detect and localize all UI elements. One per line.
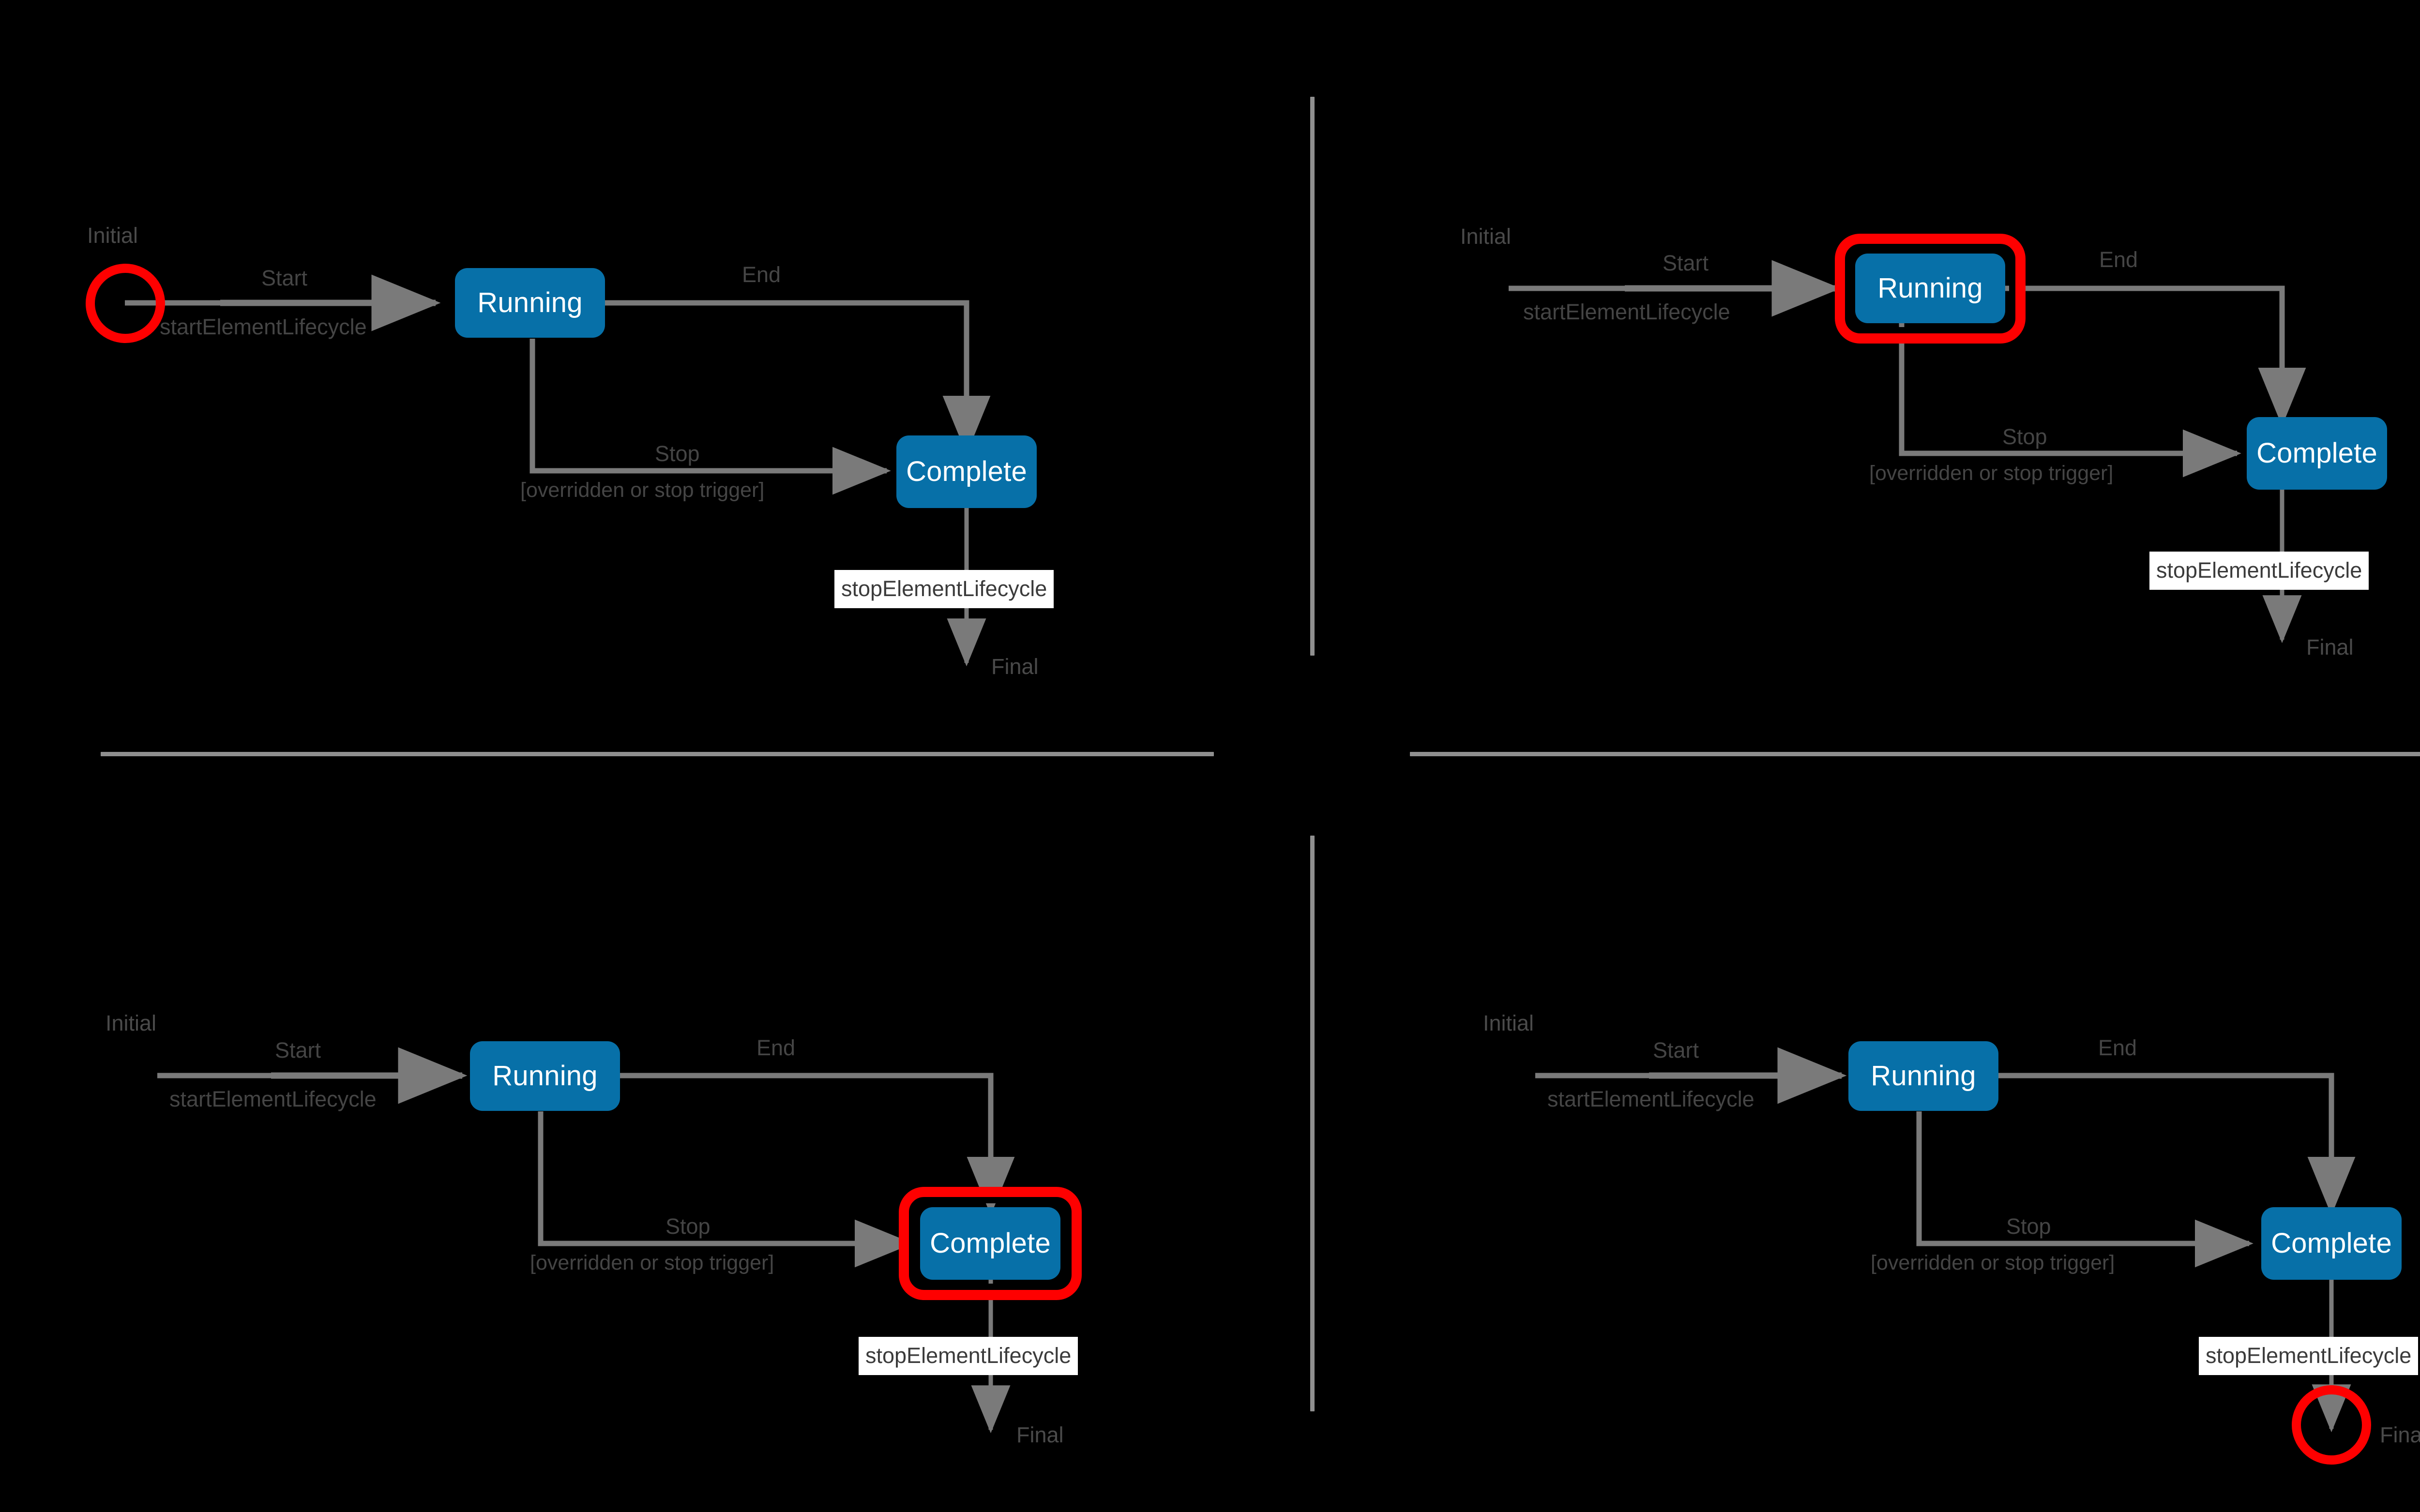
label-initial: Initial <box>1483 1011 1534 1035</box>
label-stop-effect: stopElementLifecycle <box>2199 1337 2419 1375</box>
label-start-effect: startElementLifecycle <box>160 314 367 339</box>
label-initial: Initial <box>106 1011 157 1035</box>
label-start-trigger: Start <box>261 266 308 290</box>
divider-vertical-top <box>1310 97 1315 656</box>
label-initial: Initial <box>87 223 138 248</box>
label-stop-effect: stopElementLifecycle <box>859 1337 1078 1375</box>
state-node-running[interactable]: Running <box>455 268 605 338</box>
label-final: Final <box>991 654 1039 679</box>
state-node-running[interactable]: Running <box>470 1041 620 1111</box>
label-final: Final <box>1016 1422 1064 1447</box>
label-start-trigger: Start <box>1663 251 1709 275</box>
label-stop-trigger: Stop <box>655 441 700 466</box>
label-start-trigger: Start <box>275 1038 321 1063</box>
label-stop-guard: [overridden or stop trigger] <box>520 479 765 502</box>
label-stop-trigger: Stop <box>2002 424 2047 449</box>
label-stop-guard: [overridden or stop trigger] <box>530 1251 774 1274</box>
edge-layer <box>125 274 991 667</box>
edge-layer <box>157 1047 1015 1434</box>
label-stop-trigger: Stop <box>2006 1214 2051 1239</box>
label-stop-guard: [overridden or stop trigger] <box>1869 462 2114 485</box>
divider-horizontal-left <box>101 752 1214 756</box>
label-final: Final <box>2380 1422 2420 1447</box>
state-node-running[interactable]: Running <box>1855 254 2005 323</box>
state-node-running[interactable]: Running <box>1848 1041 1998 1111</box>
edge-layer <box>1509 260 2306 644</box>
state-node-complete[interactable]: Complete <box>2261 1207 2402 1280</box>
label-stop-guard: [overridden or stop trigger] <box>1871 1251 2115 1274</box>
label-end-trigger: End <box>742 262 781 287</box>
state-node-running-label: Running <box>492 1060 598 1092</box>
label-start-effect: startElementLifecycle <box>1547 1087 1754 1111</box>
panel-bottom-right: Running Complete Initial Final Start sta… <box>1315 757 2420 1512</box>
panel-bottom-left: Running Complete Initial Final Start sta… <box>0 757 1307 1512</box>
state-node-running-label: Running <box>477 287 583 318</box>
state-node-complete-label: Complete <box>906 456 1027 487</box>
divider-horizontal-right <box>1410 752 2420 756</box>
label-end-trigger: End <box>756 1035 796 1060</box>
state-node-complete[interactable]: Complete <box>920 1207 1060 1280</box>
label-start-effect: startElementLifecycle <box>1523 299 1730 324</box>
label-end-trigger: End <box>2099 247 2138 272</box>
label-stop-trigger: Stop <box>666 1214 711 1239</box>
state-node-running-label: Running <box>1877 272 1983 304</box>
divider-vertical-bottom <box>1310 836 1315 1411</box>
edge-layer <box>1535 1047 2356 1433</box>
label-start-trigger: Start <box>1653 1038 1699 1063</box>
label-initial: Initial <box>1460 224 1512 249</box>
label-stop-effect: stopElementLifecycle <box>834 570 1054 608</box>
state-node-complete-label: Complete <box>2256 437 2377 469</box>
state-node-complete[interactable]: Complete <box>896 435 1037 508</box>
state-node-complete-label: Complete <box>2271 1228 2392 1259</box>
label-start-effect: startElementLifecycle <box>169 1087 377 1111</box>
label-end-trigger: End <box>2098 1035 2137 1060</box>
panel-top-right: Running Complete Initial Final Start sta… <box>1315 0 2420 755</box>
state-node-complete-label: Complete <box>930 1228 1051 1259</box>
state-node-complete[interactable]: Complete <box>2247 417 2387 490</box>
label-stop-effect: stopElementLifecycle <box>2149 552 2369 590</box>
panel-top-left: Running Complete Initial Final Start sta… <box>0 0 1307 755</box>
state-node-running-label: Running <box>1871 1060 1976 1092</box>
label-final: Final <box>2306 635 2354 659</box>
